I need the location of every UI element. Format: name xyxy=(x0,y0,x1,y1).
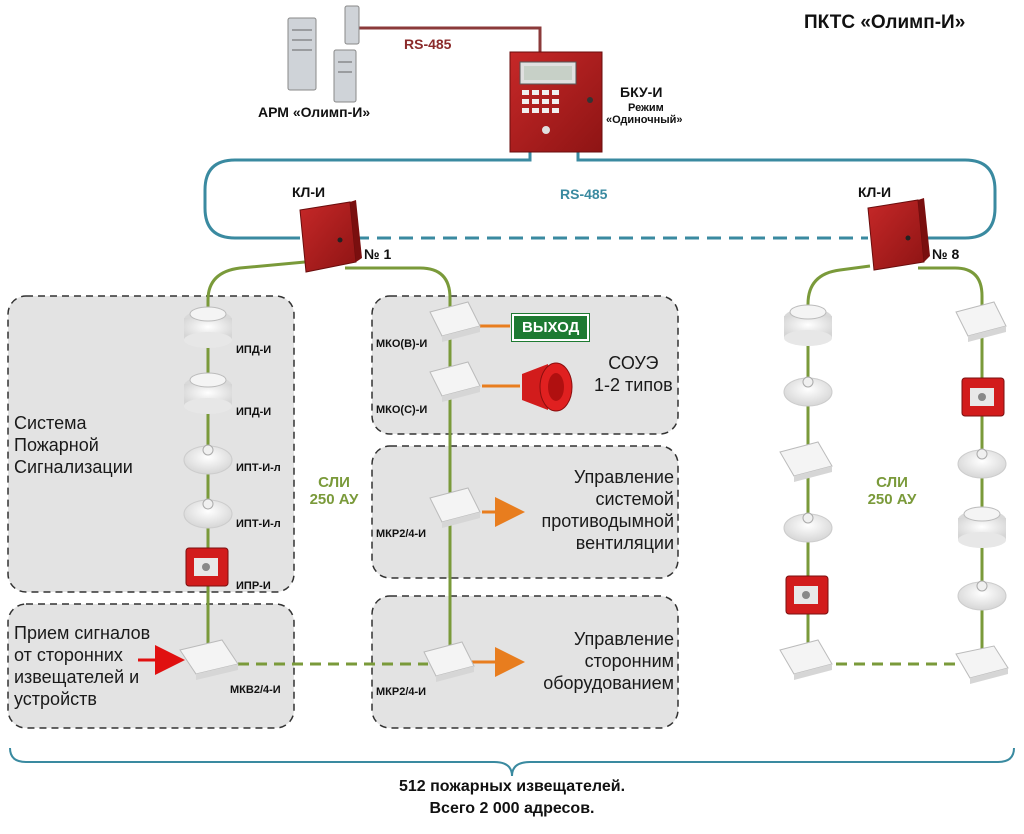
smoke-detector-icon xyxy=(184,306,232,348)
sli-label-1-line2: 250 АУ xyxy=(309,491,359,508)
kl1-label: КЛ-И xyxy=(292,184,326,200)
manual-call-point-icon xyxy=(185,547,229,587)
smoke-detector-icon xyxy=(958,506,1006,548)
exit-sign: ВЫХОД xyxy=(510,313,591,342)
sli-label-1: СЛИ 250 АУ xyxy=(304,474,364,508)
module-icon xyxy=(429,487,481,528)
arm-label: АРМ «Олимп-И» xyxy=(258,104,371,120)
heat-detector-icon xyxy=(957,448,1007,479)
device-label: МКР2/4-И xyxy=(376,528,427,540)
smoke-detector-icon xyxy=(784,304,832,346)
zone-signals xyxy=(7,603,295,729)
server-icon xyxy=(287,5,360,103)
kl1-cabinet-icon xyxy=(299,200,362,273)
heat-detector-icon xyxy=(957,580,1007,611)
zone-fire-label: Система Пожарной Сигнализации xyxy=(14,413,133,477)
sli-label-2-line1: СЛИ xyxy=(876,474,908,491)
bku-mode-label: Режим xyxy=(628,102,664,114)
heat-detector-icon xyxy=(783,512,833,543)
bku-cabinet-icon xyxy=(509,51,603,153)
device-label: ИПД-И xyxy=(236,406,272,418)
footer-line-1: 512 пожарных извещателей. xyxy=(398,778,626,795)
module-icon xyxy=(955,301,1007,342)
device-label: ИПД-И xyxy=(236,344,272,356)
page-title: ПКТС «Олимп-И» xyxy=(804,12,966,33)
bku-mode-value: «Одиночный» xyxy=(606,114,683,126)
module-icon xyxy=(779,639,833,680)
rs485-top-line xyxy=(358,26,542,60)
sli-label-2-line2: 250 АУ xyxy=(867,491,917,508)
module-icon xyxy=(179,639,239,680)
sli-loop-8 xyxy=(806,264,871,662)
kl8-cabinet-icon xyxy=(867,198,930,271)
zone-soue-label: СОУЭ 1-2 типов xyxy=(594,353,673,395)
bku-label: БКУ-И xyxy=(620,84,663,100)
device-label: МКР2/4-И xyxy=(376,686,427,698)
module-icon xyxy=(955,645,1009,684)
sli-loop-1-right xyxy=(345,266,452,660)
manual-call-point-icon xyxy=(785,575,829,615)
module-icon xyxy=(423,641,475,682)
kl8-number: № 8 xyxy=(932,246,960,262)
heat-detector-icon xyxy=(783,376,833,407)
device-label: МКО(С)-И xyxy=(376,404,428,416)
footer-line-2: Всего 2 000 адресов. xyxy=(429,800,595,817)
device-label: МКО(В)-И xyxy=(376,338,428,350)
rs485-ring xyxy=(203,148,532,240)
module-icon xyxy=(429,301,481,342)
rs485-top-label: RS-485 xyxy=(404,36,452,52)
siren-icon xyxy=(522,362,573,412)
zone-smoke-label: Управление системой противодымной вентил… xyxy=(541,467,674,553)
device-label: ИПТ-И-л xyxy=(236,518,281,530)
manual-call-point-icon xyxy=(961,377,1005,417)
module-icon xyxy=(779,441,833,482)
module-icon xyxy=(429,361,481,402)
kl8-label: КЛ-И xyxy=(858,184,892,200)
device-label: МКВ2/4-И xyxy=(230,684,281,696)
heat-detector-icon xyxy=(183,498,233,529)
sli-label-2: СЛИ 250 АУ xyxy=(862,474,922,508)
sli-loop-8-right xyxy=(918,266,984,662)
smoke-detector-icon xyxy=(184,372,232,414)
footer-bracket xyxy=(9,747,1015,777)
device-label: ИПР-И xyxy=(236,580,271,592)
zone-other-label: Управление сторонним оборудованием xyxy=(543,629,674,693)
heat-detector-icon xyxy=(183,444,233,475)
sli-label-1-line1: СЛИ xyxy=(318,474,350,491)
rs485-ring-label: RS-485 xyxy=(560,186,608,202)
kl1-number: № 1 xyxy=(364,246,392,262)
device-label: ИПТ-И-л xyxy=(236,462,281,474)
sli-loop-1 xyxy=(206,260,306,660)
zone-signals-label: Прием сигналов от сторонних извещателей … xyxy=(14,623,151,709)
rs485-ring-right xyxy=(576,150,997,240)
